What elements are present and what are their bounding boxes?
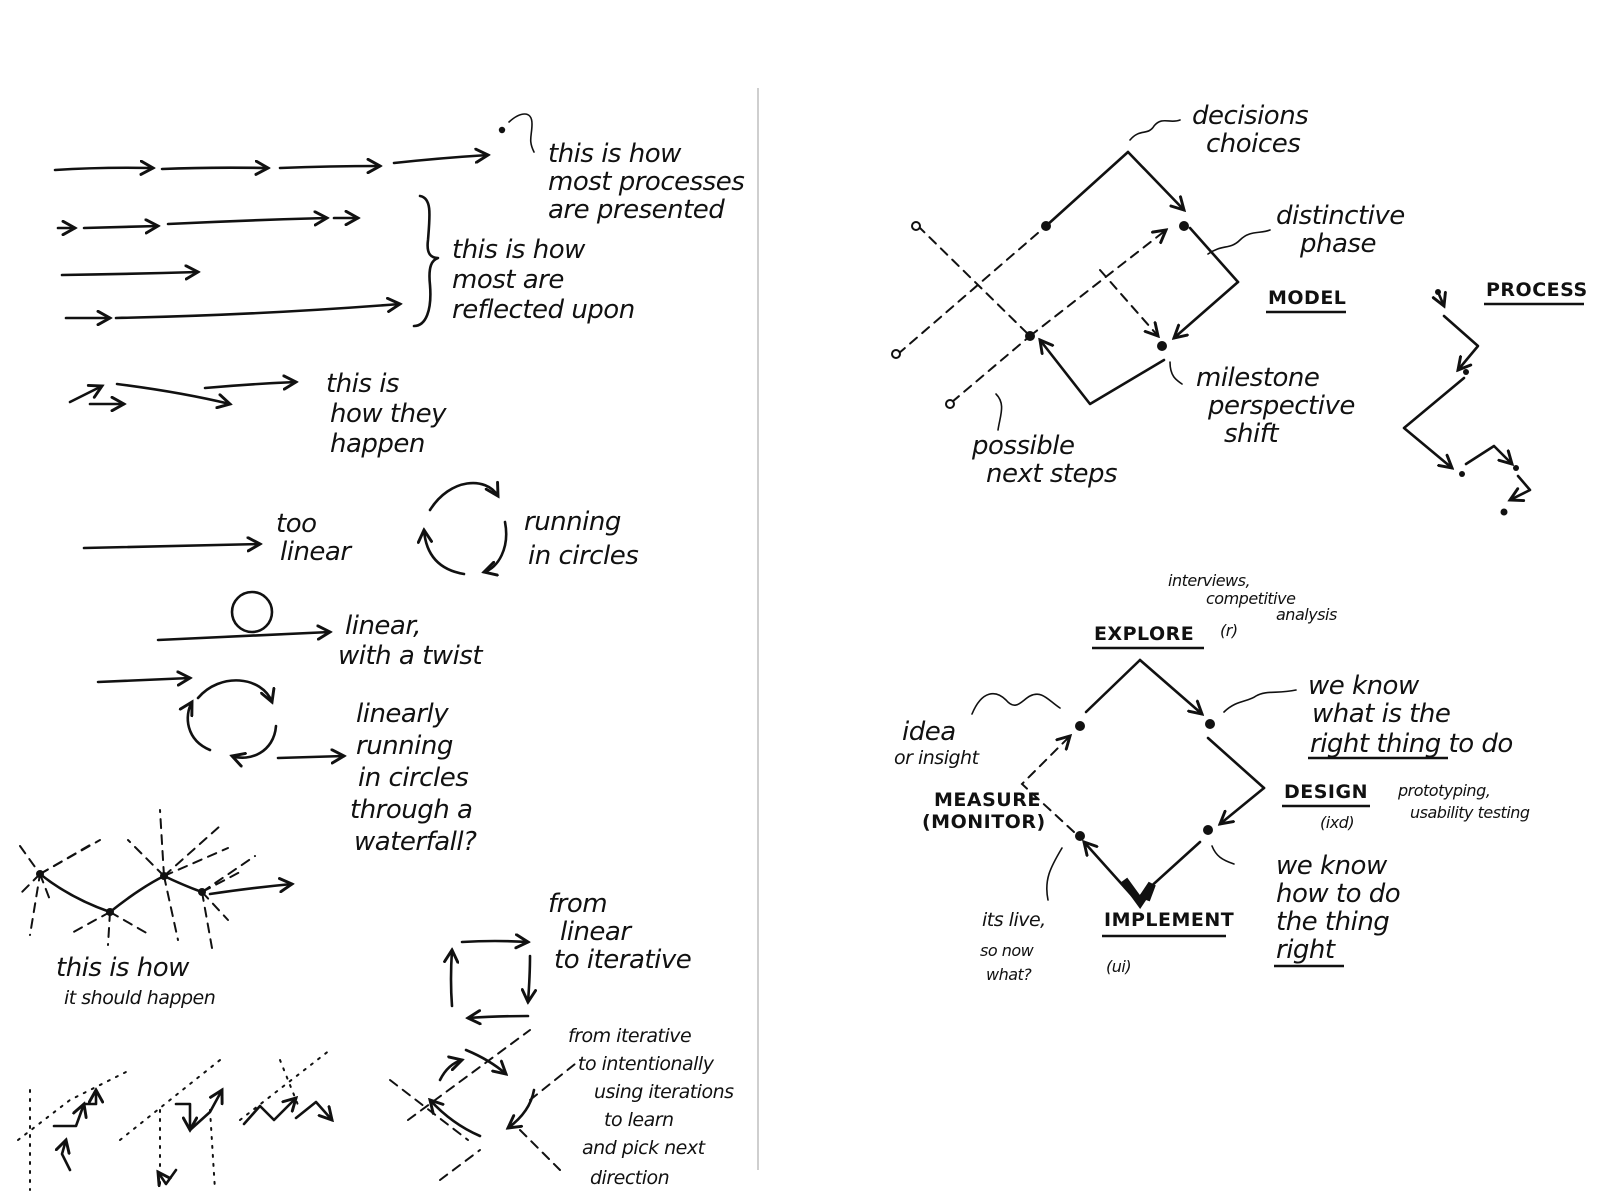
implement-label: IMPLEMENT xyxy=(1104,909,1234,931)
design-code: (ixd) xyxy=(1320,813,1354,832)
presented-text-line-1: this is how xyxy=(548,139,682,169)
iterative-to-intentional-sketch: from iterative to intentionally using it… xyxy=(389,1025,735,1189)
next-steps-text: next steps xyxy=(986,459,1117,489)
iterative-intentional-text-2: to intentionally xyxy=(578,1053,715,1075)
ink-smudge xyxy=(1120,877,1156,909)
linear-to-iterative-text-1: from xyxy=(548,889,607,919)
possible-text: possible xyxy=(971,431,1074,461)
iterative-intentional-text-3: using iterations xyxy=(594,1081,734,1103)
live-text-3: what? xyxy=(986,965,1032,984)
reflected-text-line-3: reflected upon xyxy=(452,295,635,325)
design-methods-2: usability testing xyxy=(1410,803,1530,822)
design-cycle-diagram: interviews, competitive analysis EXPLORE… xyxy=(894,571,1530,984)
phase-text: phase xyxy=(1299,229,1376,259)
happen-text-line-3: happen xyxy=(330,429,425,459)
linearly-running-text-1: linearly xyxy=(356,699,449,729)
right-thing-1: we know xyxy=(1308,671,1420,701)
happen-process-sketch: this is how they happen xyxy=(68,369,448,459)
implement-code: (ui) xyxy=(1106,957,1131,976)
live-text-1: its live, xyxy=(982,909,1046,931)
iterative-intentional-text-5: and pick next xyxy=(582,1137,707,1159)
monitor-label: (MONITOR) xyxy=(922,811,1046,833)
iterative-intentional-text-6: direction xyxy=(590,1167,669,1189)
linear-twist-sketch: linear, with a twist xyxy=(156,590,484,671)
explore-label: EXPLORE xyxy=(1094,623,1194,645)
choices-text: choices xyxy=(1206,129,1300,159)
linear-twist-text-2: with a twist xyxy=(338,641,483,671)
research-methods-1: interviews, xyxy=(1168,571,1250,590)
measure-label: MEASURE xyxy=(934,789,1041,811)
should-happen-sketch: this is how it should happen xyxy=(17,809,292,1009)
decisions-text: decisions xyxy=(1192,101,1308,131)
explore-code: (r) xyxy=(1220,621,1238,640)
model-label: MODEL xyxy=(1268,287,1346,309)
linearly-running-sketch: linearly running in circles through a wa… xyxy=(96,678,478,857)
thing-right-1: we know xyxy=(1276,851,1388,881)
research-methods-3: analysis xyxy=(1276,605,1337,624)
linear-to-iterative-sketch: from linear to iterative xyxy=(451,889,692,1018)
model-diagram: decisions choices distinctive phase MODE… xyxy=(891,101,1405,489)
iterative-intentional-text-1: from iterative xyxy=(568,1025,691,1047)
presented-text-line-2: most processes xyxy=(548,167,744,197)
idea-text: idea xyxy=(902,717,956,747)
milestone-text: milestone xyxy=(1196,363,1319,393)
running-circles-sketch: running in circles xyxy=(424,483,639,574)
research-methods-2: competitive xyxy=(1206,589,1296,608)
right-thing-3: right thing to do xyxy=(1310,729,1513,759)
reflected-text-line-2: most are xyxy=(452,265,564,295)
should-happen-text-2: it should happen xyxy=(64,987,215,1009)
too-linear-text-1: too xyxy=(276,509,317,539)
presented-text-line-3: are presented xyxy=(548,195,725,225)
process-label: PROCESS xyxy=(1486,279,1588,301)
right-thing-2: what is the xyxy=(1312,699,1450,729)
linearly-running-text-4: through a xyxy=(350,795,472,825)
thing-right-2: how to do xyxy=(1276,879,1400,909)
linearly-running-text-3: in circles xyxy=(358,763,468,793)
reflected-text-line-1: this is how xyxy=(452,235,586,265)
happen-text-line-2: how they xyxy=(330,399,447,429)
thing-right-3: the thing xyxy=(1276,907,1389,937)
reflected-process-sketch: this is how most are reflected upon xyxy=(56,194,635,328)
thing-right-4: right xyxy=(1276,935,1336,965)
should-happen-text-1: this is how xyxy=(56,953,190,983)
zigzag-paths-sketch xyxy=(17,1049,332,1191)
linear-to-iterative-text-3: to iterative xyxy=(554,945,691,975)
linear-twist-text-1: linear, xyxy=(345,611,421,641)
live-text-2: so now xyxy=(980,941,1035,960)
iterative-intentional-text-4: to learn xyxy=(604,1109,674,1131)
running-circles-text-1: running xyxy=(524,507,621,537)
presented-process-sketch: this is how most processes are presented xyxy=(53,113,745,225)
shift-text: shift xyxy=(1224,419,1279,449)
design-methods-1: prototyping, xyxy=(1397,781,1490,800)
too-linear-text-2: linear xyxy=(280,537,353,567)
insight-text: or insight xyxy=(894,747,981,769)
linear-to-iterative-text-2: linear xyxy=(560,917,633,947)
process-sketch: PROCESS xyxy=(1402,279,1588,516)
design-label: DESIGN xyxy=(1284,781,1368,803)
too-linear-sketch: too linear xyxy=(82,509,354,567)
distinctive-text: distinctive xyxy=(1276,201,1405,231)
happen-text-line-1: this is xyxy=(326,369,399,399)
linearly-running-text-2: running xyxy=(356,731,453,761)
linearly-running-text-5: waterfall? xyxy=(354,827,477,857)
perspective-text: perspective xyxy=(1207,391,1355,421)
running-circles-text-2: in circles xyxy=(528,541,638,571)
